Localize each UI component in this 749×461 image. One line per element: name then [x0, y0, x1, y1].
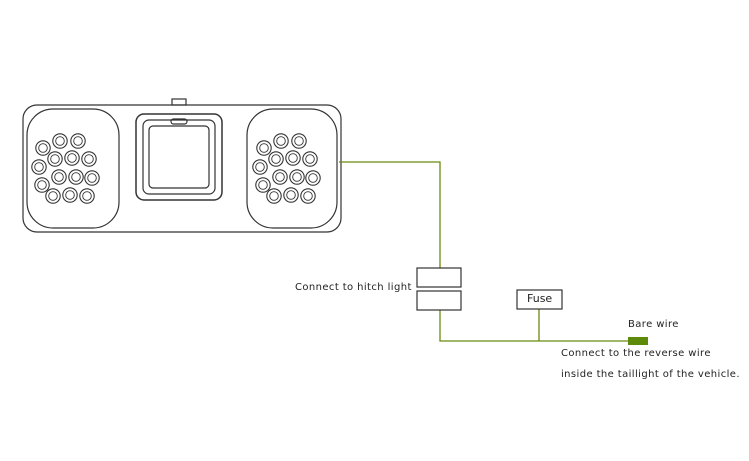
center-plate-window — [148, 125, 210, 189]
left-led-cluster — [31, 133, 100, 204]
led-inner-ring — [38, 143, 48, 153]
led-inner-ring — [259, 143, 269, 153]
hitch-connector — [416, 267, 462, 311]
led-inner-ring — [54, 172, 64, 182]
led-inner-ring — [255, 162, 265, 172]
led-inner-ring — [276, 136, 286, 146]
wiring — [339, 161, 628, 342]
led-inner-ring — [294, 136, 304, 146]
hitch-connector-bottom — [416, 290, 462, 311]
led-inner-ring — [286, 190, 296, 200]
light-bar — [22, 98, 342, 233]
led-inner-ring — [271, 154, 281, 164]
bare-wire-label: Bare wire — [628, 319, 679, 330]
center-plate-inner — [142, 119, 216, 195]
fuse-box — [516, 289, 563, 310]
wire-lightbar-to-hitch — [339, 161, 441, 269]
led-inner-ring — [288, 153, 298, 163]
reverse-wire-label-line2: inside the taillight of the vehicle. — [561, 369, 740, 380]
led-inner-ring — [258, 180, 268, 190]
led-inner-ring — [34, 162, 44, 172]
led-inner-ring — [37, 180, 47, 190]
hitch-light-label: Connect to hitch light — [295, 282, 412, 293]
light-bar-top-tab — [171, 98, 187, 106]
led-inner-ring — [48, 191, 58, 201]
led-inner-ring — [87, 173, 97, 183]
led-inner-ring — [65, 190, 75, 200]
led-inner-ring — [71, 172, 81, 182]
led-inner-ring — [55, 136, 65, 146]
wire-hitch-to-bare — [439, 310, 628, 342]
led-inner-ring — [67, 153, 77, 163]
led-inner-ring — [82, 191, 92, 201]
led-inner-ring — [73, 136, 83, 146]
hitch-connector-top — [416, 267, 462, 288]
left-lamp-pod — [26, 108, 120, 229]
led-inner-ring — [269, 191, 279, 201]
led-inner-ring — [50, 154, 60, 164]
led-inner-ring — [305, 154, 315, 164]
bare-wire-terminal — [628, 337, 648, 345]
fuse-label: Fuse — [527, 292, 553, 305]
reverse-wire-label-line1: Connect to the reverse wire — [561, 348, 711, 359]
right-lamp-pod — [246, 108, 338, 229]
center-plate-frame — [135, 113, 223, 201]
led-inner-ring — [292, 172, 302, 182]
center-plate-clip — [170, 118, 188, 125]
led-inner-ring — [303, 191, 313, 201]
led-inner-ring — [84, 154, 94, 164]
led-inner-ring — [308, 173, 318, 183]
led-inner-ring — [275, 172, 285, 182]
right-led-cluster — [252, 133, 321, 204]
